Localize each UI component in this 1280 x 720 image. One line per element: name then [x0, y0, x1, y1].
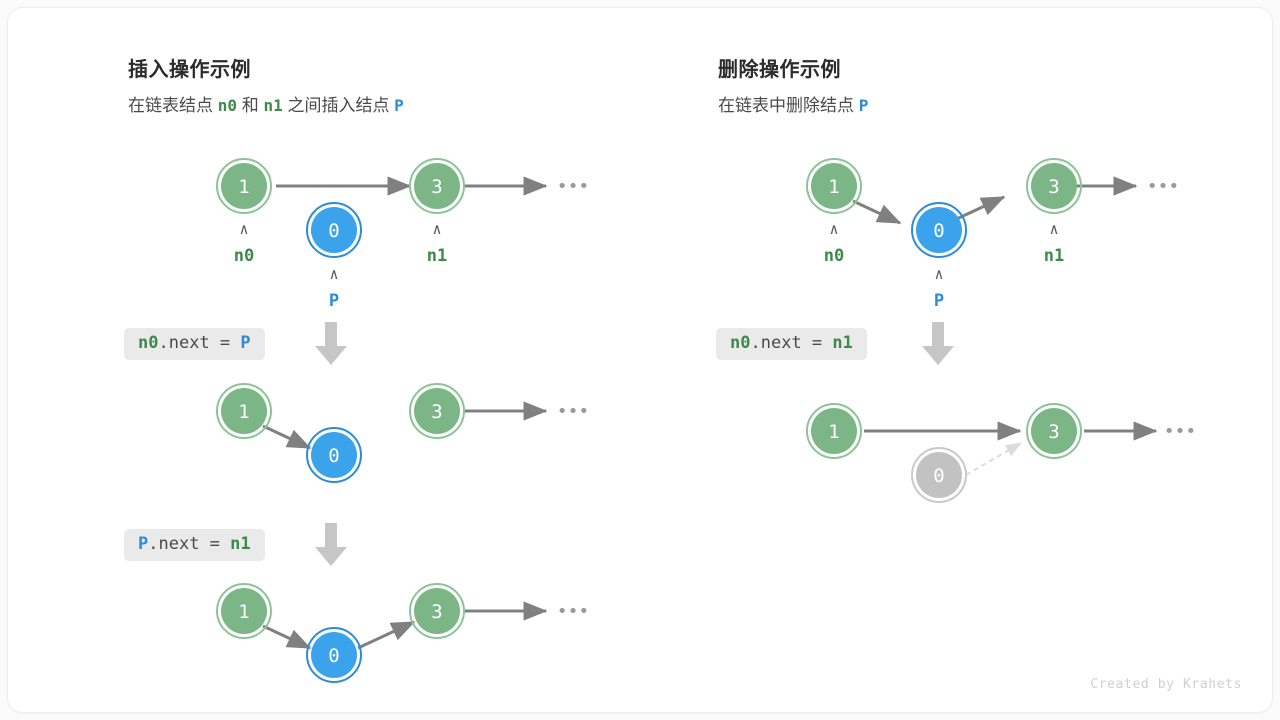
subtitle-seg-n0: n0 [217, 96, 237, 115]
node-value: 0 [933, 220, 944, 242]
node-value: 0 [328, 445, 339, 467]
code-seg-p: P [138, 534, 149, 554]
pointer-caret: ∧ [239, 220, 248, 238]
node-1: 1 [216, 383, 272, 439]
right-panel-subtitle: 在链表中删除结点 P [718, 91, 868, 116]
subtitle-seg-p: P [858, 96, 869, 115]
ellipsis: ••• [1164, 421, 1197, 442]
left-panel-subtitle: 在链表结点 n0 和 n1 之间插入结点 P [128, 91, 404, 116]
pointer-label-p: P [329, 291, 339, 311]
node-1: 1 [216, 583, 272, 639]
left-step-2-down-arrow-icon [315, 523, 347, 566]
pointer-caret: ∧ [329, 265, 338, 283]
node-0: 0 [306, 202, 362, 258]
right-code-step-1: n0.next = n1 [716, 328, 867, 360]
node-value: 0 [328, 645, 339, 667]
code-seg-p: P [240, 333, 251, 353]
node-value: 0 [933, 465, 944, 487]
right-diagram-initial: ••• 1 ∧ n0 0 ∧ P 3 ∧ n1 [806, 158, 1180, 311]
node-0: 0 [306, 427, 362, 483]
left-code-step-2: P.next = n1 [124, 529, 265, 561]
ellipsis: ••• [557, 176, 590, 197]
node-value: 3 [1048, 421, 1059, 443]
pointer-caret: ∧ [432, 220, 441, 238]
node-value: 0 [328, 220, 339, 242]
pointer-label-n0: n0 [824, 246, 844, 266]
pointer-label-n1: n1 [1044, 246, 1064, 266]
right-diagram-after-deletion: ••• 1 0 3 [806, 403, 1197, 503]
code-seg-next: .next = [158, 333, 241, 353]
left-diagram-after-step-1: ••• 1 0 3 [216, 383, 590, 483]
node-1: 1 [216, 158, 272, 214]
node-3: 3 [409, 383, 465, 439]
code-seg-n0: n0 [138, 333, 159, 353]
pointer-caret: ∧ [934, 265, 943, 283]
code-seg-n0: n0 [730, 333, 751, 353]
ellipsis: ••• [557, 401, 590, 422]
node-1: 1 [806, 158, 862, 214]
node-value: 3 [431, 601, 442, 623]
subtitle-seg: 在链表中删除结点 [718, 96, 859, 115]
subtitle-seg-p: P [394, 96, 404, 115]
node-value: 1 [238, 601, 249, 623]
node-value: 1 [238, 176, 249, 198]
stale-pointer-dashed [965, 442, 1022, 476]
ellipsis: ••• [557, 601, 590, 622]
pointer-label-n1: n1 [427, 246, 447, 266]
subtitle-seg: 在链表结点 [128, 96, 218, 115]
code-seg-n1: n1 [230, 534, 251, 554]
node-value: 1 [828, 176, 839, 198]
node-1: 1 [806, 403, 862, 459]
pointer-caret: ∧ [829, 220, 838, 238]
code-seg-next: .next = [148, 534, 231, 554]
node-0: 0 [306, 627, 362, 683]
left-panel-title: 插入操作示例 [128, 59, 251, 81]
node-value: 1 [238, 401, 249, 423]
node-value: 1 [828, 421, 839, 443]
node-0-deleted: 0 [911, 447, 967, 503]
right-panel-title: 删除操作示例 [718, 59, 841, 81]
code-seg-next: .next = [750, 333, 833, 353]
subtitle-seg-n1: n1 [263, 96, 283, 115]
left-diagram-initial: ••• 1 ∧ n0 0 ∧ P 3 ∧ n1 [216, 158, 590, 311]
ellipsis: ••• [1147, 176, 1180, 197]
pointer-label-n0: n0 [234, 246, 254, 266]
node-3: 3 [409, 583, 465, 639]
node-3: 3 [1026, 158, 1082, 214]
node-3: 3 [409, 158, 465, 214]
node-value: 3 [431, 401, 442, 423]
pointer-label-p: P [934, 291, 944, 311]
left-diagram-after-step-2: ••• 1 0 3 [216, 583, 590, 683]
subtitle-seg: 之间插入结点 [282, 96, 395, 115]
subtitle-seg: 和 [237, 96, 264, 115]
code-seg-n1: n1 [832, 333, 853, 353]
credit-text: Created by Krahets [1090, 677, 1242, 692]
node-value: 3 [1048, 176, 1059, 198]
pointer-caret: ∧ [1049, 220, 1058, 238]
left-step-1-down-arrow-icon [315, 322, 347, 365]
diagram-card: 插入操作示例 在链表结点 n0 和 n1 之间插入结点 P ••• 1 ∧ n0 [8, 8, 1272, 712]
node-0: 0 [911, 202, 967, 258]
left-code-step-1: n0.next = P [124, 328, 265, 360]
right-step-1-down-arrow-icon [922, 322, 954, 365]
node-3: 3 [1026, 403, 1082, 459]
node-value: 3 [431, 176, 442, 198]
